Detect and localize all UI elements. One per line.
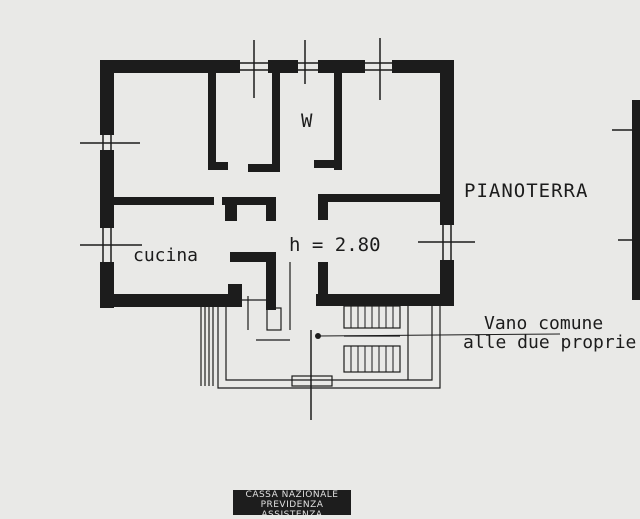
windows [80, 38, 475, 420]
ceiling-height-label: h = 2.80 [289, 234, 381, 256]
common-area-label-line2: alle due proprie [463, 332, 637, 353]
common-area-label-line1: Vano comune [484, 313, 604, 334]
partition-wall [318, 194, 328, 220]
stamp-line-1: CASSA NAZIONALE [245, 490, 339, 500]
cadastral-stamp: CASSA NAZIONALE PREVIDENZA ASSISTENZA [233, 490, 351, 515]
entry-step [291, 375, 333, 387]
adjacent-wall [632, 100, 640, 300]
partition-wall [114, 197, 214, 205]
partition-wall [334, 73, 342, 170]
leader-dot [315, 333, 321, 339]
partition-wall [266, 197, 276, 221]
outer-wall [316, 294, 454, 306]
partition-wall [318, 194, 440, 202]
kitchen-label: cucina [133, 245, 199, 266]
outer-wall [100, 60, 114, 135]
partition-wall [272, 73, 280, 171]
floor-title: PIANOTERRA [464, 180, 589, 202]
partition-wall [225, 205, 237, 221]
walls [100, 60, 454, 310]
partition-wall [230, 252, 274, 262]
outer-wall [268, 60, 298, 73]
outer-wall [100, 60, 240, 73]
outer-wall [100, 294, 242, 307]
stamp-line-2: PREVIDENZA ASSISTENZA [260, 500, 324, 515]
outer-wall [440, 60, 454, 225]
partition-wall [266, 252, 276, 310]
partition-wall [228, 284, 242, 306]
partition-wall [208, 162, 228, 170]
stair-treads [317, 306, 561, 372]
partition-wall [314, 160, 342, 168]
outer-wall [100, 150, 114, 228]
door-jamb [266, 307, 282, 331]
porch-outline [225, 306, 433, 381]
common-area [200, 262, 441, 389]
partition-wall [248, 164, 280, 172]
porch-outline [217, 306, 441, 389]
partition-wall [222, 197, 276, 205]
room-w-label: W [301, 110, 313, 132]
leader-line [317, 333, 561, 337]
outer-wall [318, 60, 365, 73]
adjacent-plan [612, 100, 640, 300]
partition-wall [318, 262, 328, 302]
partition-wall [208, 73, 216, 168]
outer-wall [392, 60, 454, 73]
